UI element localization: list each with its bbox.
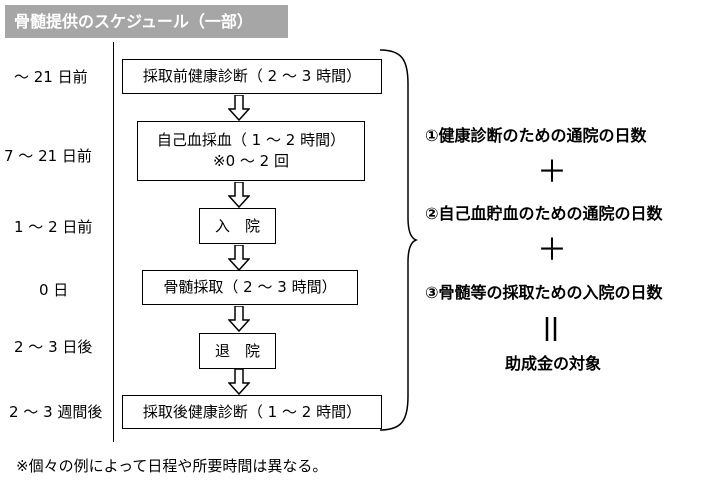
plus-sign: ＋ xyxy=(537,233,567,268)
summary-item-1: ①健康診断のための通院の日数 xyxy=(425,126,647,145)
timing-label: 2 ～ 3 週間後 xyxy=(9,403,103,421)
step-label: 自己血採血（ 1 ～ 2 時間） xyxy=(156,131,346,149)
timing-label: 7 ～ 21 日前 xyxy=(4,147,92,165)
right-brace xyxy=(379,49,418,431)
step-box-post-exam: 採取後健康診断（ 1 ～ 2 時間） xyxy=(122,395,382,429)
timing-label: 0 日 xyxy=(39,281,69,299)
step-label: 採取前健康診断（ 2 ～ 3 時間） xyxy=(142,67,362,85)
step-label: 採取後健康診断（ 1 ～ 2 時間） xyxy=(142,402,362,421)
footnote: ※個々の例によって日程や所要時間は異なる。 xyxy=(16,457,328,475)
down-arrow-icon xyxy=(228,369,250,395)
down-arrow-icon xyxy=(228,306,250,332)
step-box-discharge: 退 院 xyxy=(199,333,276,369)
step-label: 退 院 xyxy=(214,341,260,360)
equals-vertical-icon xyxy=(545,317,557,341)
timing-label: ～ 21 日前 xyxy=(14,68,88,86)
timing-label: 1 ～ 2 日前 xyxy=(14,218,93,236)
step-note: ※0 ～ 2 回 xyxy=(213,152,289,170)
timeline-axis xyxy=(113,42,114,442)
step-label: 入 院 xyxy=(214,216,260,235)
step-box-pre-exam: 採取前健康診断（ 2 ～ 3 時間） xyxy=(122,59,382,94)
plus-sign: ＋ xyxy=(537,155,567,190)
down-arrow-icon xyxy=(228,95,250,121)
step-box-bone-marrow-harvest: 骨髄採取（ 2 ～ 3 時間） xyxy=(142,270,358,305)
step-label: 骨髄採取（ 2 ～ 3 時間） xyxy=(163,278,337,296)
timing-label: 2 ～ 3 日後 xyxy=(14,338,93,356)
page-title: 骨髄提供のスケジュール（一部） xyxy=(5,5,288,38)
step-box-admission: 入 院 xyxy=(199,208,276,244)
summary-result: 助成金の対象 xyxy=(505,354,602,373)
summary-item-2: ②自己血貯血のための通院の日数 xyxy=(425,204,663,223)
step-box-self-blood-collection: 自己血採血（ 1 ～ 2 時間） ※0 ～ 2 回 xyxy=(137,121,365,181)
down-arrow-icon xyxy=(228,182,250,208)
down-arrow-icon xyxy=(228,245,250,271)
summary-item-3: ③骨髄等の採取ための入院の日数 xyxy=(425,283,663,302)
